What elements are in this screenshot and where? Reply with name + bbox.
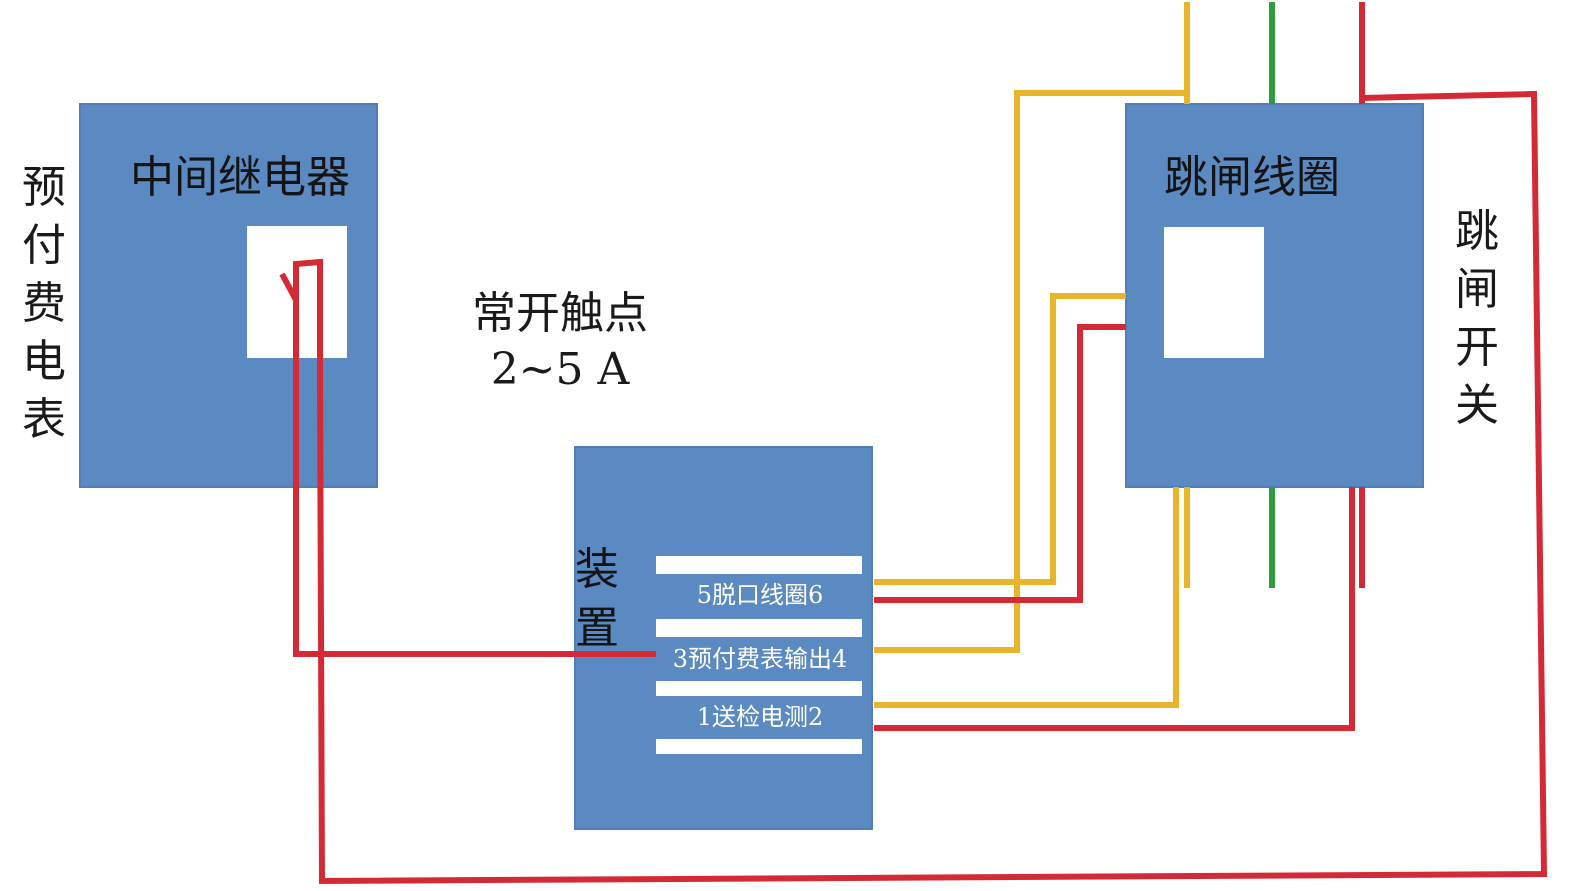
meter-char: 费 [22, 278, 66, 329]
relay-title: 中间继电器 [130, 152, 350, 203]
terminal-strip [656, 619, 862, 637]
intermediate-relay-box: 中间继电器 [79, 103, 378, 488]
red-wire-test-measure [874, 487, 1355, 731]
contact-label: 常开触点 [472, 288, 648, 339]
switch-char: 关 [1455, 380, 1499, 431]
port-label-meter-output: 3预付费表输出4 [673, 645, 848, 673]
trip-coil-window [1164, 227, 1264, 358]
terminal-strip [656, 556, 862, 574]
meter-char: 表 [22, 394, 66, 445]
terminal-strip [656, 681, 862, 696]
port-label-trip-coil: 5脱口线圈6 [697, 581, 824, 609]
device-char: 装 [575, 544, 619, 595]
terminal-strip [656, 739, 862, 754]
port-label-test-measure: 1送检电测2 [697, 703, 824, 731]
yellow-wire-meter-output [874, 90, 1190, 653]
yellow-wire-trip-coil [874, 293, 1126, 585]
device-char: 置 [575, 603, 619, 654]
meter-char: 付 [22, 220, 66, 271]
switch-char: 闸 [1455, 264, 1499, 315]
prepaid-meter-label: 预 付 费 电 表 [22, 162, 66, 445]
trip-coil-box: 跳闸线圈 [1125, 103, 1424, 488]
switch-char: 跳 [1455, 206, 1499, 257]
switch-char: 开 [1455, 322, 1499, 373]
device-body [574, 446, 873, 830]
relay-contact-blade [279, 272, 299, 302]
trip-switch-label: 跳 闸 开 关 [1455, 206, 1499, 431]
red-wire-relay-loop [293, 90, 1548, 885]
meter-char: 预 [22, 162, 66, 213]
meter-char: 电 [22, 336, 66, 387]
red-wire-trip-coil [874, 324, 1126, 603]
trip-coil-title: 跳闸线圈 [1164, 152, 1340, 203]
device-box: 装 置 5脱口线圈6 3预付费表输出4 1送检电测2 [574, 446, 873, 830]
contact-rating: 2~5 A [491, 344, 631, 395]
yellow-wire-test-measure [874, 487, 1179, 708]
